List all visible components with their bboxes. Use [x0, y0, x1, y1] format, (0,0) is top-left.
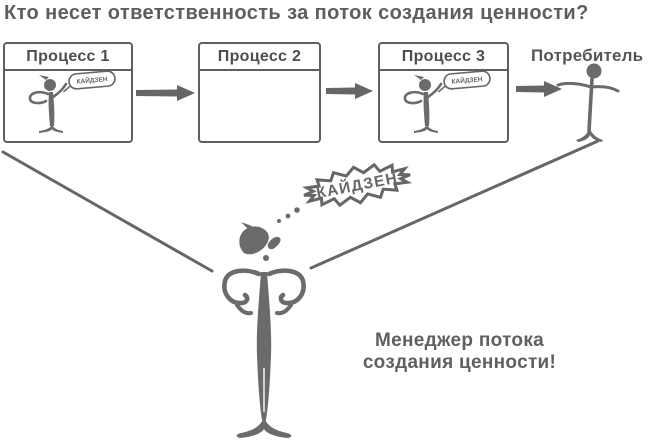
kaizen-thought-bubble: КАЙДЗЕН: [301, 162, 413, 208]
manager-caption-line1: Менеджер потока: [374, 330, 544, 351]
thought-dot: [294, 207, 300, 213]
process-box-3-body: КАЙДЗЕН: [380, 71, 507, 140]
thought-dot: [277, 219, 281, 223]
oversight-line-left: [1, 150, 214, 273]
process-box-2-body: [200, 71, 319, 140]
process-box-3: Процесс 3 КАЙДЗЕН: [378, 42, 509, 143]
flow-arrow-1-icon: [136, 85, 195, 101]
process-box-2: Процесс 2: [198, 42, 321, 143]
process-box-3-title: Процесс 3: [380, 44, 507, 71]
thought-dot: [285, 213, 291, 219]
svg-text:КАЙДЗЕН: КАЙДЗЕН: [451, 74, 483, 86]
consumer-label: Потребитель: [531, 46, 644, 65]
kaizen-thought-text: КАЙДЗЕН: [315, 169, 400, 202]
process-box-1-title: Процесс 1: [5, 44, 131, 71]
worker-figure-icon: КАЙДЗЕН: [403, 71, 491, 133]
oversight-line-right: [309, 139, 600, 270]
consumer-figure-icon: [556, 63, 620, 142]
process-box-2-title: Процесс 2: [200, 44, 319, 71]
flow-arrow-2-icon: [326, 83, 373, 99]
page-title: Кто несет ответственность за поток созда…: [4, 2, 589, 24]
worker-figure-icon: КАЙДЗЕН: [28, 71, 116, 133]
manager-figure-icon: [222, 207, 306, 438]
worker-kaizen-bubble: КАЙДЗЕН: [438, 71, 491, 93]
flow-arrow-3-icon: [516, 81, 562, 97]
worker-kaizen-bubble: КАЙДЗЕН: [63, 71, 116, 93]
manager-caption-line2: создания ценности!: [362, 351, 557, 373]
process-box-1-body: КАЙДЗЕН: [5, 71, 131, 140]
svg-text:КАЙДЗЕН: КАЙДЗЕН: [76, 74, 108, 86]
manager-caption: Менеджер потока создания ценности!: [352, 330, 567, 373]
process-box-1: Процесс 1 КАЙДЗЕН: [3, 42, 133, 143]
